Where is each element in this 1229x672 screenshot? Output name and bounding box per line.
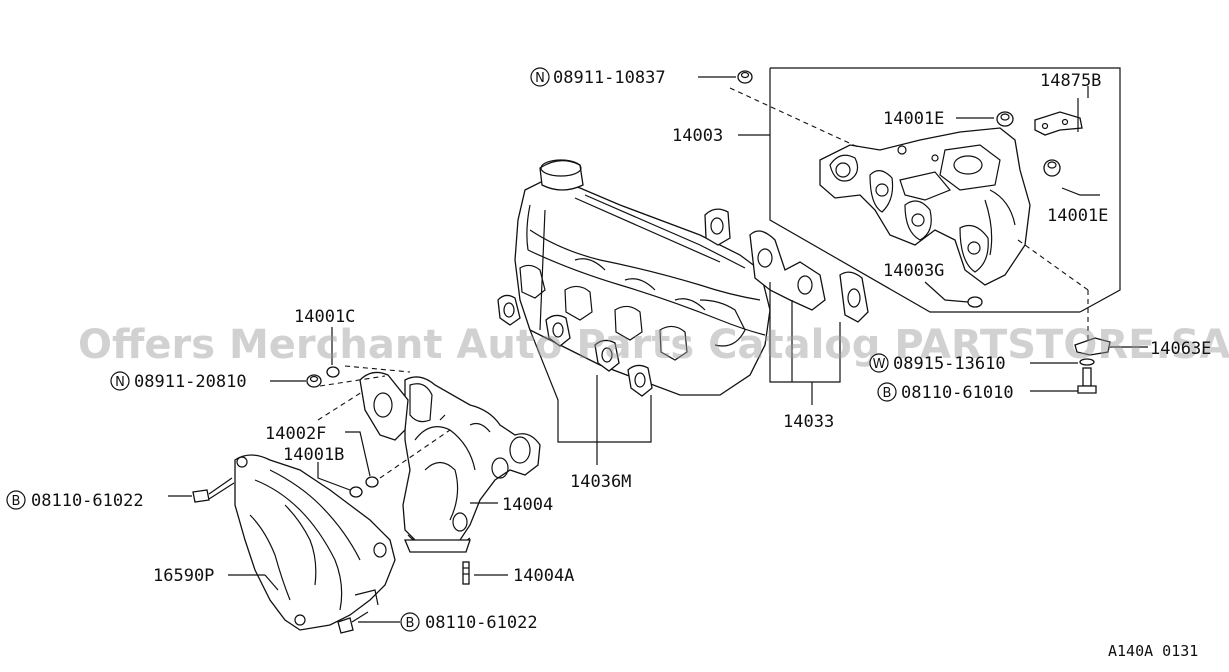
exhaust-gasket-set: [497, 294, 653, 397]
bolt-08110-61022-bottom: [337, 611, 369, 634]
label-14875b[interactable]: 14875B: [1040, 71, 1101, 91]
label-14003g[interactable]: 14003G: [883, 261, 944, 281]
callout-nut-08911-10837[interactable]: N 08911-10837: [530, 67, 666, 88]
nut-08911-20810: [306, 374, 322, 388]
callout-nut-08911-20810[interactable]: N 08911-20810: [110, 371, 247, 392]
label-14063e[interactable]: 14063E: [1150, 339, 1211, 359]
label-16590p[interactable]: 16590P: [153, 566, 214, 586]
stud-14004a: [462, 561, 470, 585]
figure-code: A140A 0131: [1108, 642, 1198, 660]
svg-text:W: W: [873, 357, 886, 372]
svg-text:N: N: [115, 375, 125, 390]
bolt-08110-61010: [1077, 367, 1097, 394]
label-14001e-top[interactable]: 14001E: [883, 109, 944, 129]
exhaust-manifold: [402, 376, 541, 553]
svg-text:N: N: [535, 71, 545, 86]
svg-text:08110-61010: 08110-61010: [901, 383, 1014, 403]
label-14002f[interactable]: 14002F: [265, 424, 326, 444]
label-14003[interactable]: 14003: [672, 126, 723, 146]
svg-text:08110-61022: 08110-61022: [425, 613, 538, 633]
label-14036m[interactable]: 14036M: [570, 472, 631, 492]
nut-08911-10837: [737, 70, 753, 84]
plug-14003g: [967, 296, 983, 308]
intake-manifold: [819, 127, 1031, 286]
svg-text:08911-10837: 08911-10837: [553, 68, 666, 88]
nut-14001e-right: [1043, 159, 1061, 177]
callout-bolt-08110-61022-bottom[interactable]: B 08110-61022: [400, 612, 538, 633]
watermark-text: Offers Merchant Auto Parts Catalog PARTS…: [78, 322, 1229, 368]
svg-text:B: B: [883, 386, 892, 401]
washer-08915-13610: [1079, 358, 1095, 366]
bracket-14875b: [1034, 98, 1083, 136]
label-14001e-right[interactable]: 14001E: [1047, 206, 1108, 226]
label-14004a[interactable]: 14004A: [513, 566, 574, 586]
svg-text:08911-20810: 08911-20810: [134, 372, 247, 392]
nut-14001e-top: [996, 111, 1014, 127]
callout-bolt-08110-61022-left[interactable]: B 08110-61022: [6, 490, 144, 511]
cylinder-head: [514, 159, 771, 396]
bolt-08110-61022-left: [192, 477, 235, 503]
label-14001c[interactable]: 14001C: [294, 307, 355, 327]
intake-manifold-group: [729, 67, 1121, 352]
svg-text:B: B: [406, 616, 415, 631]
intake-gasket-set: [704, 208, 869, 323]
nut-14001b: [349, 486, 363, 498]
svg-text:08915-13610: 08915-13610: [893, 354, 1006, 374]
svg-text:08110-61022: 08110-61022: [31, 491, 144, 511]
exhaust-gasket-left: [359, 371, 409, 441]
nut-14002f: [365, 476, 379, 488]
callout-washer-08915-13610[interactable]: W 08915-13610: [869, 353, 1006, 374]
nut-14001c: [326, 366, 340, 378]
label-14033[interactable]: 14033: [783, 412, 834, 432]
label-14001b[interactable]: 14001B: [283, 445, 344, 465]
callout-bolt-08110-61010[interactable]: B 08110-61010: [877, 382, 1014, 403]
label-14004[interactable]: 14004: [502, 495, 553, 515]
svg-text:B: B: [12, 494, 21, 509]
stud-bracket-14063e: [1074, 337, 1148, 356]
